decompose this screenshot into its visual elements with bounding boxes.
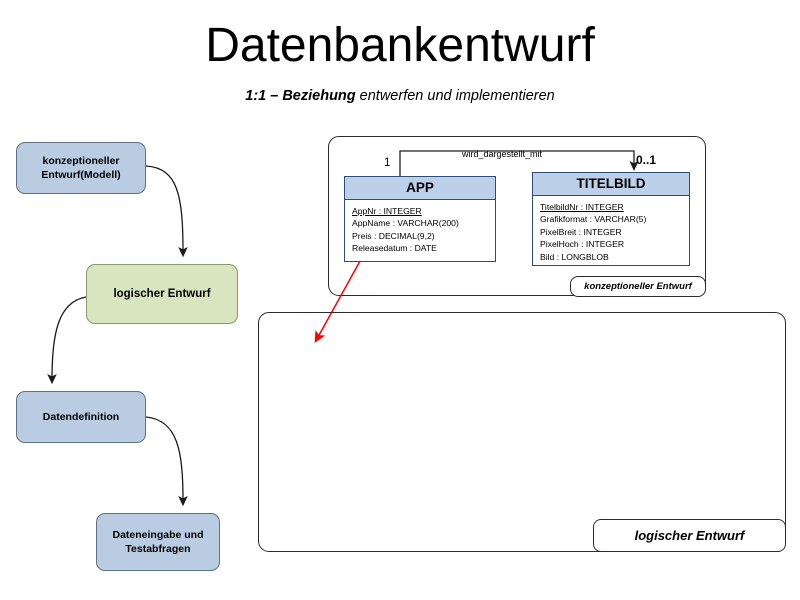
flow-arrow-1 [145, 165, 188, 258]
attribute-grafikformat: Grafikformat : VARCHAR(5) [540, 214, 647, 225]
flow-box-datendefinition[interactable]: Datendefinition [16, 391, 146, 443]
attribute-row: PixelBreit : INTEGER [540, 226, 683, 238]
panel-tab-logisch-label: logischer Entwurf [634, 528, 745, 543]
flow-arrow-2 [47, 296, 87, 385]
relationship-name-label: wird_dargestellt_mit [462, 149, 543, 159]
cardinality-right-label: 0..1 [636, 153, 657, 167]
panel-tab-logischer-entwurf: logischer Entwurf [593, 519, 786, 552]
flow-box-eingabe-line1: Dateneingabe und [112, 529, 204, 541]
cardinality-left-label: 1 [384, 157, 391, 169]
subtitle-strong: 1:1 – Beziehung [245, 88, 356, 104]
entity-titelbild-title: TITELBILD [533, 173, 689, 196]
attribute-pixelbreit: PixelBreit : INTEGER [540, 226, 622, 237]
attribute-row: Preis : DECIMAL(9,2) [352, 230, 489, 242]
attribute-pixelhoch: PixelHoch : INTEGER [540, 239, 625, 250]
page-title: Datenbankentwurf [205, 19, 595, 72]
attribute-preis: Preis : DECIMAL(9,2) [352, 230, 435, 241]
flow-box-logisch-label: logischer Entwurf [113, 288, 211, 300]
attribute-titelbildnr: TitelbildNr : INTEGER [540, 202, 624, 212]
attribute-row: PixelHoch : INTEGER [540, 238, 683, 250]
attribute-row: Grafikformat : VARCHAR(5) [540, 213, 683, 225]
entity-app[interactable]: APP AppNr : INTEGER AppName : VARCHAR(20… [344, 176, 496, 262]
flow-arrow-3 [145, 416, 188, 507]
flow-box-dateneingabe[interactable]: Dateneingabe und Testabfragen [96, 513, 220, 571]
panel-tab-konzeptioneller-entwurf: konzeptioneller Entwurf [570, 276, 706, 297]
attribute-row: Releasedatum : DATE [352, 242, 489, 254]
flow-box-logischer-entwurf[interactable]: logischer Entwurf [86, 264, 238, 324]
entity-app-title: APP [345, 177, 495, 200]
entity-app-attributes: AppNr : INTEGER AppName : VARCHAR(200) P… [345, 200, 495, 259]
attribute-appnr: AppNr : INTEGER [352, 206, 422, 216]
attribute-row: TitelbildNr : INTEGER [540, 201, 683, 213]
entity-titelbild[interactable]: TITELBILD TitelbildNr : INTEGER Grafikfo… [532, 172, 690, 266]
flow-box-datendef-label: Datendefinition [42, 411, 120, 423]
panel-logischer-entwurf [258, 312, 786, 552]
page-subtitle: 1:1 – Beziehung entwerfen und implementi… [0, 86, 800, 106]
flow-box-konzeptioneller-entwurf[interactable]: konzeptioneller Entwurf(Modell) [16, 142, 146, 194]
panel-tab-konzept-label: konzeptioneller Entwurf [584, 281, 692, 292]
flow-box-konzept-line1: konzeptioneller [42, 155, 120, 167]
flow-box-konzept-line2: Entwurf(Modell) [41, 169, 121, 181]
attribute-row: Bild : LONGBLOB [540, 251, 683, 263]
attribute-releasedatum: Releasedatum : DATE [352, 243, 437, 254]
attribute-bild: Bild : LONGBLOB [540, 251, 609, 262]
attribute-appname: AppName : VARCHAR(200) [352, 218, 459, 229]
attribute-row: AppName : VARCHAR(200) [352, 217, 489, 229]
attribute-row: AppNr : INTEGER [352, 205, 489, 217]
flow-box-eingabe-line2: Testabfragen [125, 543, 191, 555]
subtitle-rest: entwerfen und implementieren [355, 88, 555, 104]
entity-titelbild-attributes: TitelbildNr : INTEGER Grafikformat : VAR… [533, 196, 689, 267]
